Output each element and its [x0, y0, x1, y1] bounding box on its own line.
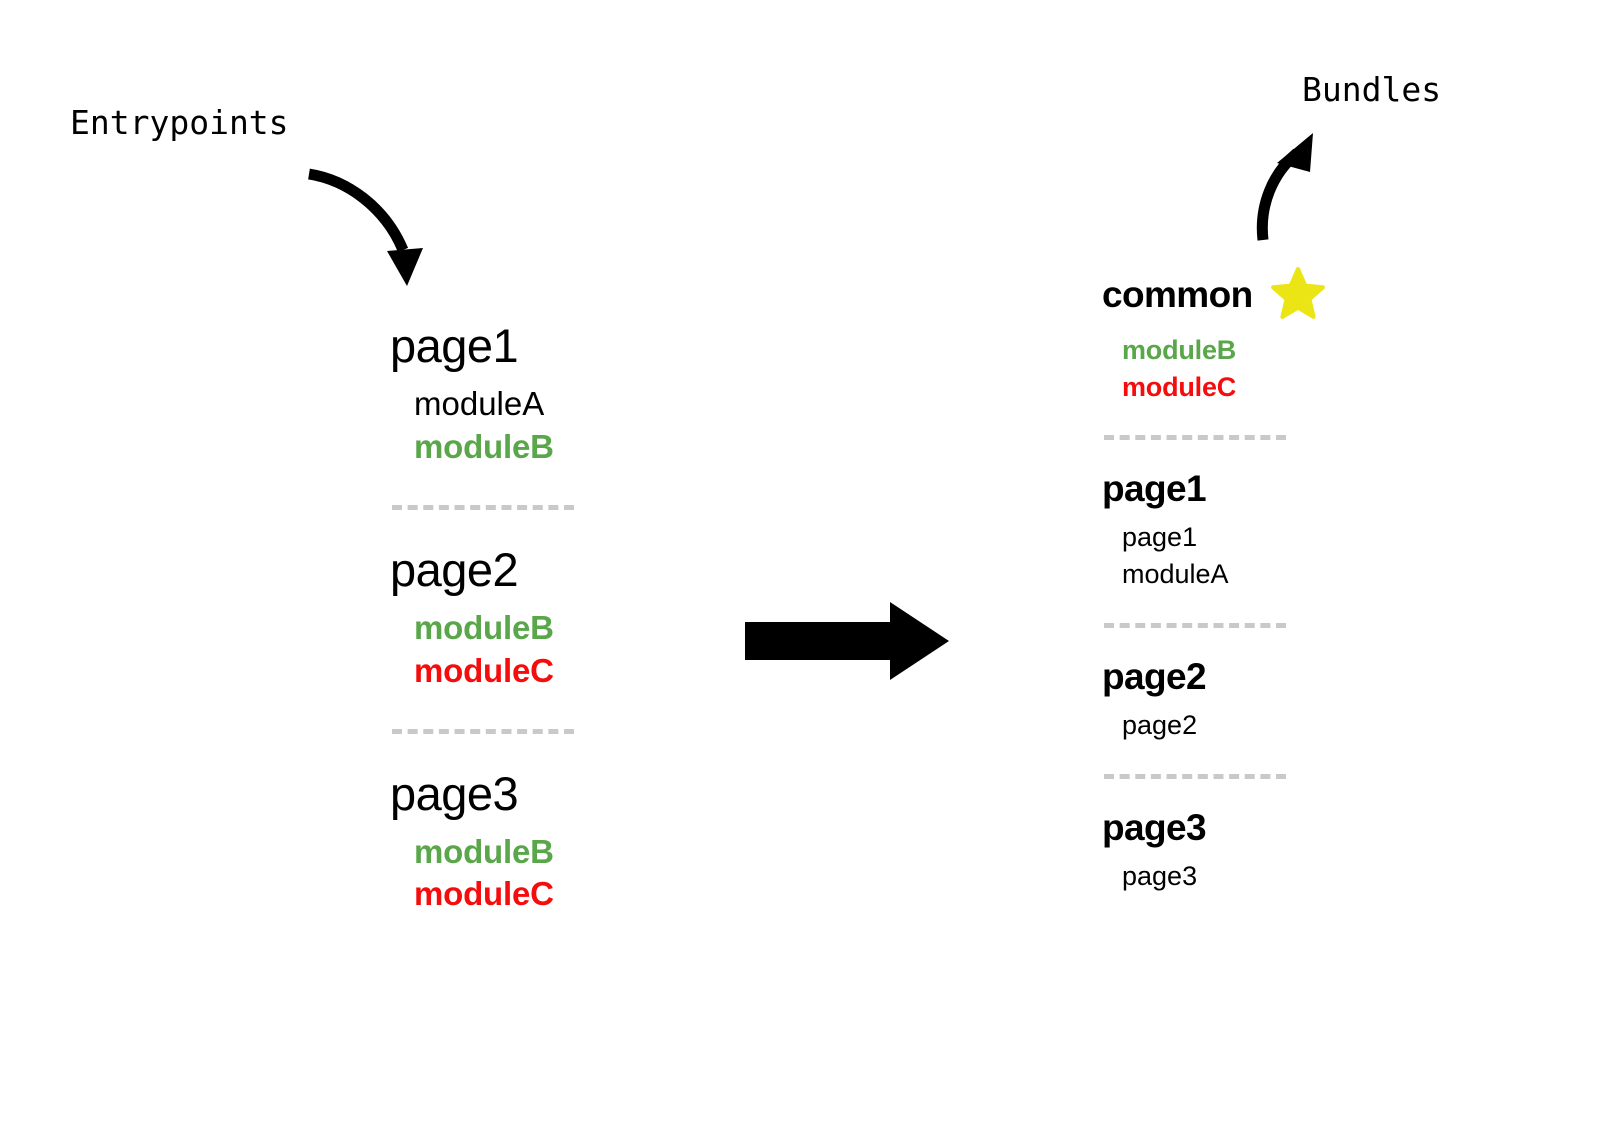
group-title: page3: [390, 766, 519, 820]
entrypoint-group-page3: page3 moduleB moduleC: [388, 770, 688, 917]
group-title: page2: [390, 542, 519, 596]
bundle-group-page3: page3 page3: [1100, 809, 1420, 895]
bundle-group-page1: page1 page1 moduleA: [1100, 470, 1420, 592]
curved-down-arrow-icon: [308, 168, 423, 286]
group-title: page1: [1102, 468, 1207, 510]
group-title-row: common: [1102, 267, 1420, 320]
group-separator: [1104, 622, 1286, 628]
module-item: moduleC: [414, 651, 554, 689]
module-item: moduleC: [414, 875, 554, 913]
curved-up-arrow-icon: [1256, 133, 1313, 241]
group-title: common: [1102, 273, 1253, 315]
module-item: moduleB: [414, 608, 554, 646]
group-title: page1: [390, 319, 519, 372]
group-separator: [1104, 435, 1286, 441]
module-item: moduleB: [414, 832, 554, 870]
module-item: page3: [1122, 860, 1198, 891]
right-arrow-icon: [745, 602, 949, 680]
entrypoints-annotation-label: Entrypoints: [70, 103, 289, 142]
group-separator: [392, 728, 574, 734]
bundles-annotation-label: Bundles: [1302, 70, 1442, 109]
module-item: moduleA: [414, 385, 545, 422]
module-item: moduleB: [1122, 335, 1237, 365]
bundles-column: common moduleB moduleC page1 page1 modul…: [1100, 267, 1420, 895]
group-title: page3: [1102, 806, 1207, 848]
module-item: page2: [1122, 709, 1198, 740]
group-title: page2: [1102, 655, 1207, 697]
module-item: moduleA: [1122, 559, 1229, 590]
module-item: page1: [1122, 522, 1198, 553]
star-icon: [1270, 267, 1325, 319]
module-item: moduleC: [1122, 371, 1237, 402]
bundle-group-common: common moduleB moduleC: [1100, 267, 1420, 405]
group-separator: [392, 504, 574, 510]
module-item: moduleB: [414, 427, 554, 465]
entrypoint-group-page2: page2 moduleB moduleC: [388, 546, 688, 693]
group-separator: [1104, 773, 1286, 779]
bundle-group-page2: page2 page2: [1100, 658, 1420, 744]
entrypoints-column: page1 moduleA moduleB page2 moduleB modu…: [388, 322, 688, 916]
entrypoint-group-page1: page1 moduleA moduleB: [388, 322, 688, 469]
